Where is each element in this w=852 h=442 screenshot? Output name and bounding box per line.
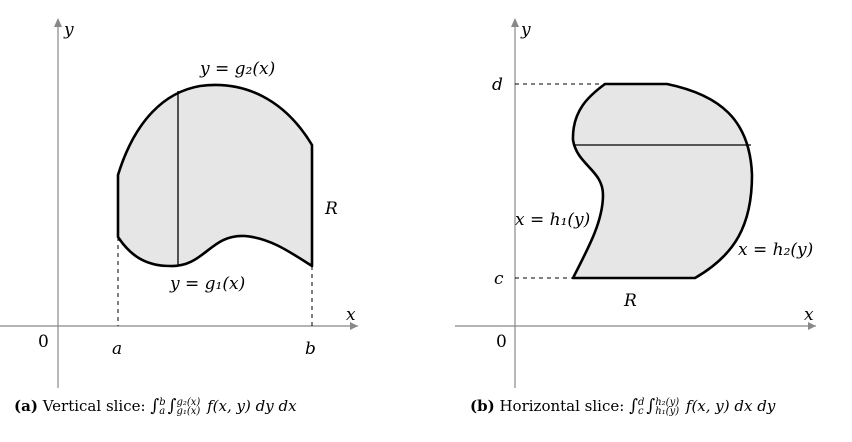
panel-a-y-label: y <box>63 20 74 40</box>
panel-a-x-label: x <box>346 305 356 325</box>
panel-a-region-r <box>116 83 314 268</box>
panel-b-inner-limits: h₂(y)h₁(y) <box>655 397 680 417</box>
panel-b-caption-text: Horizontal slice: <box>499 397 625 415</box>
panel-a-b-label: b <box>305 339 316 359</box>
panel-a-top-curve-label: y = g₂(x) <box>199 59 275 79</box>
panel-a-inner-lower: g₁(x) <box>176 406 201 417</box>
panel-a-inner-limits: g₂(x)g₁(x) <box>176 397 201 417</box>
integral-sign-icon: ∫ <box>629 396 638 416</box>
panel-b-y-label: y <box>520 20 531 40</box>
panel-b-horizontal-slice: y x 0 d c x = h₁(y) x = h₂(y) R <box>455 18 816 388</box>
integral-sign-icon: ∫ <box>167 396 177 416</box>
panel-b-c-label: c <box>494 269 504 289</box>
panel-b-right-curve-label: x = h₂(y) <box>738 240 813 260</box>
panel-a-caption-formula: f(x, y) dy dx <box>207 397 297 415</box>
panel-b-caption-prefix: (b) <box>470 397 495 415</box>
panel-b-x-arrow-icon <box>808 322 816 330</box>
panel-a-bottom-curve-label: y = g₁(x) <box>169 274 245 294</box>
panel-a-origin-label: 0 <box>38 332 49 352</box>
panel-b-d-label: d <box>492 75 503 95</box>
panel-a-a-label: a <box>112 339 122 359</box>
panel-b-outer-lower: c <box>637 406 644 417</box>
panel-a-region-label: R <box>324 199 338 219</box>
panel-a-vertical-slice: y x 0 a b y = g₂(x) y = g₁(x) R <box>0 18 358 388</box>
integral-sign-icon: ∫ <box>150 396 160 416</box>
panel-b-outer-upper: d <box>637 397 645 408</box>
panel-b-region-label: R <box>623 291 637 311</box>
panel-b-region-r <box>571 82 754 280</box>
integral-sign-icon: ∫ <box>646 396 656 416</box>
panel-b-y-arrow-icon <box>511 18 519 27</box>
panel-a-caption-prefix: (a) <box>14 397 38 415</box>
panel-a-caption-text: Vertical slice: <box>42 397 146 415</box>
panel-b-left-curve-label: x = h₁(y) <box>515 210 590 230</box>
panel-b-origin-label: 0 <box>496 332 507 352</box>
panel-a-outer-lower: a <box>159 406 166 417</box>
panel-a-x-arrow-icon <box>350 322 358 330</box>
panel-a-y-arrow-icon <box>54 18 62 27</box>
panel-b-caption-formula: f(x, y) dx dy <box>685 397 776 415</box>
panel-a-inner-upper: g₂(x) <box>176 397 201 408</box>
panel-b-inner-upper: h₂(y) <box>655 397 680 408</box>
panel-b-x-label: x <box>804 305 814 325</box>
panel-a-outer-upper: b <box>159 397 166 408</box>
panel-b-inner-lower: h₁(y) <box>655 406 680 417</box>
